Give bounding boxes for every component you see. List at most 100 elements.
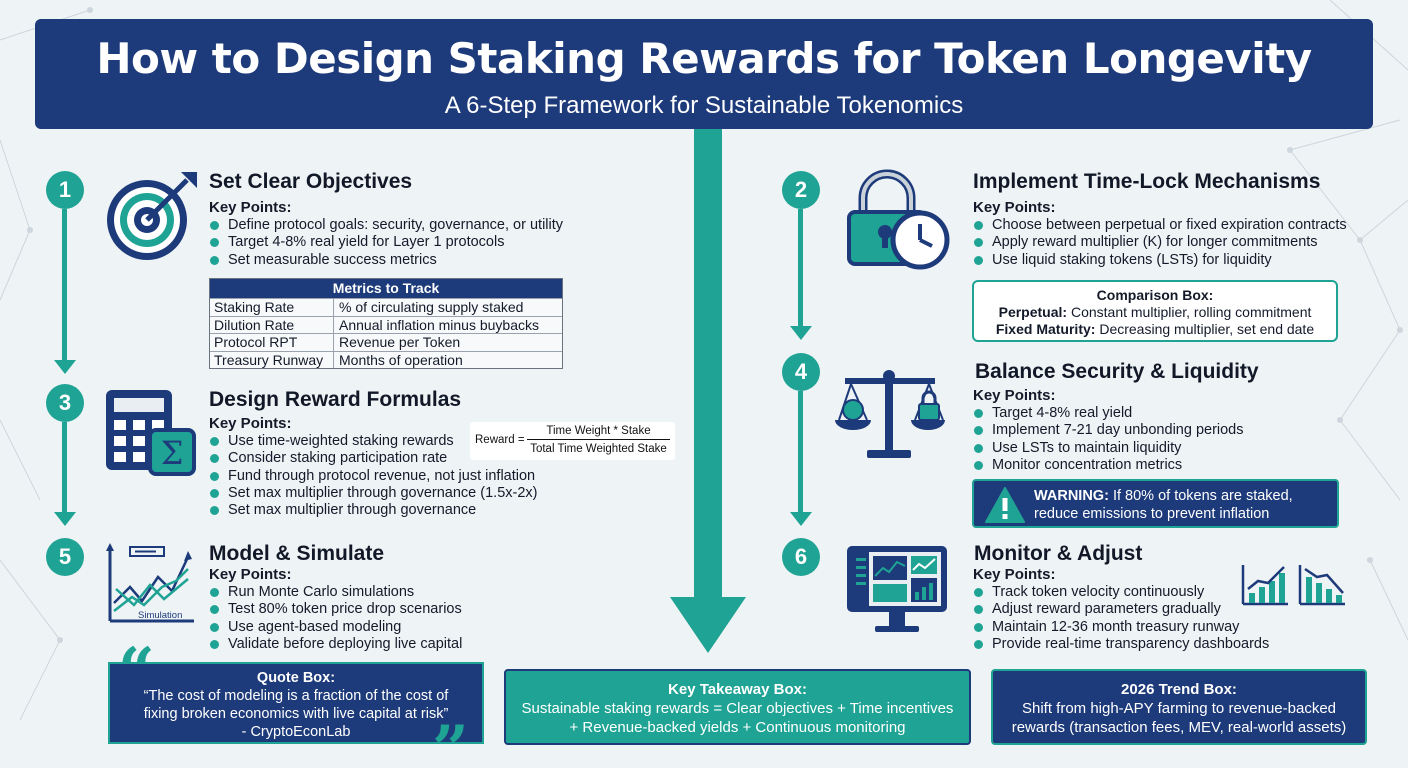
comparison-box: Comparison Box: Perpetual: Constant mult… — [972, 280, 1338, 342]
growth-chart-icon — [1241, 565, 1288, 606]
key-points-label: Key Points: — [973, 199, 1056, 216]
quote-line: “The cost of modeling is a fraction of t… — [143, 688, 449, 704]
list-item: Use agent-based modeling — [209, 619, 462, 636]
metrics-table-title: Metrics to Track — [210, 279, 562, 298]
trend-line: Shift from high-APY farming to revenue-b… — [1021, 700, 1337, 717]
step-2-key-points: Key Points: Choose between perpetual or … — [973, 199, 1347, 269]
list-item: Define protocol goals: security, governa… — [209, 217, 563, 234]
quote-attribution: - CryptoEconLab — [241, 724, 351, 740]
header-banner: How to Design Staking Rewards for Token … — [35, 19, 1373, 129]
list-item: Apply reward multiplier (K) for longer c… — [973, 234, 1347, 251]
target-icon — [107, 172, 197, 260]
connector-2-4 — [798, 209, 803, 326]
comparison-line: Perpetual: Constant multiplier, rolling … — [998, 304, 1312, 320]
trend-box: 2026 Trend Box: Shift from high-APY farm… — [991, 669, 1367, 745]
list-item: Fund through protocol revenue, not just … — [209, 468, 537, 485]
list-item: Set max multiplier through governance (1… — [209, 485, 537, 502]
list-item: Adjust reward parameters gradually — [973, 601, 1269, 618]
warning-text: WARNING: If 80% of tokens are staked, re… — [1034, 488, 1293, 522]
list-item: Set measurable success metrics — [209, 252, 563, 269]
close-quote-icon: ” — [432, 712, 469, 768]
list-item: Target 4-8% real yield for Layer 1 proto… — [209, 234, 563, 251]
step-4-key-points: Key Points: Target 4-8% real yield Imple… — [973, 387, 1244, 474]
step-5-title: Model & Simulate — [209, 542, 385, 565]
step-1-title: Set Clear Objectives — [209, 170, 413, 193]
trend-line: rewards (transaction fees, MEV, real-wor… — [1011, 719, 1347, 736]
center-arrow-shaft — [694, 129, 722, 599]
balance-scale-icon — [835, 370, 945, 458]
connector-1-3 — [62, 209, 67, 364]
step-5-key-points: Key Points: Run Monte Carlo simulations … — [209, 566, 462, 653]
calculator-sigma-icon: Σ — [106, 390, 196, 476]
list-item: Run Monte Carlo simulations — [209, 584, 462, 601]
center-arrow-head — [670, 597, 746, 653]
key-points-label: Key Points: — [209, 199, 292, 216]
comparison-line: Fixed Maturity: Decreasing multiplier, s… — [995, 321, 1315, 337]
formula-numerator: Time Weight * Stake — [527, 425, 670, 440]
simulation-label: Simulation — [138, 610, 183, 621]
step-number-3: 3 — [46, 384, 84, 422]
key-points-label: Key Points: — [973, 566, 1056, 583]
step-2-title: Implement Time-Lock Mechanisms — [973, 170, 1321, 193]
key-points-label: Key Points: — [973, 387, 1056, 404]
key-takeaway-line: + Revenue-backed yields + Continuous mon… — [569, 719, 906, 736]
key-takeaway-line: Sustainable staking rewards = Clear obje… — [521, 700, 954, 717]
list-item: Use liquid staking tokens (LSTs) for liq… — [973, 252, 1347, 269]
formula-denominator: Total Time Weighted Stake — [530, 443, 667, 455]
step-1-key-points: Key Points: Define protocol goals: secur… — [209, 199, 563, 269]
connector-arrowhead — [790, 512, 812, 526]
key-takeaway-title: Key Takeaway Box: — [668, 681, 807, 698]
list-item: Test 80% token price drop scenarios — [209, 601, 462, 618]
list-item: Set max multiplier through governance — [209, 502, 537, 519]
monitor-dashboard-icon — [847, 546, 947, 632]
step-4-title: Balance Security & Liquidity — [975, 360, 1259, 383]
step-number-6: 6 — [782, 538, 820, 576]
simulation-chart-icon — [106, 543, 194, 623]
warning-icon — [985, 487, 1025, 523]
key-points-label: Key Points: — [209, 566, 292, 583]
quote-box-title: Quote Box: — [256, 670, 336, 686]
svg-text:Σ: Σ — [161, 434, 184, 472]
list-item: Target 4-8% real yield — [973, 405, 1244, 422]
step-number-5: 5 — [46, 538, 84, 576]
page-subtitle: A 6-Step Framework for Sustainable Token… — [444, 92, 964, 119]
list-item: Choose between perpetual or fixed expira… — [973, 217, 1347, 234]
quote-line: fixing broken economics with live capita… — [143, 706, 449, 722]
step-3-key-points: Key Points: Use time-weighted staking re… — [209, 415, 537, 519]
warning-box: WARNING: If 80% of tokens are staked, re… — [972, 479, 1339, 528]
list-item: Provide real-time transparency dashboard… — [973, 636, 1269, 653]
key-takeaway-box: Key Takeaway Box: Sustainable staking re… — [504, 669, 971, 745]
list-item: Validate before deploying live capital — [209, 636, 462, 653]
list-item: Track token velocity continuously — [973, 584, 1269, 601]
list-item: Use LSTs to maintain liquidity — [973, 440, 1244, 457]
connector-arrowhead — [54, 360, 76, 374]
connector-arrowhead — [54, 512, 76, 526]
step-6-title: Monitor & Adjust — [974, 542, 1143, 565]
list-item: Use time-weighted staking rewards — [209, 433, 537, 450]
reward-formula: Reward = Time Weight * Stake Total Time … — [470, 422, 675, 460]
padlock-clock-icon — [847, 169, 950, 270]
list-item: Monitor concentration metrics — [973, 457, 1244, 474]
comparison-box-title: Comparison Box: — [1096, 287, 1214, 303]
step-number-2: 2 — [782, 171, 820, 209]
page-title: How to Design Staking Rewards for Token … — [96, 34, 1312, 83]
open-quote-icon: “ — [118, 634, 155, 709]
step-number-1: 1 — [46, 171, 84, 209]
list-item: Maintain 12-36 month treasury runway — [973, 619, 1269, 636]
quote-box: Quote Box: “The cost of modeling is a fr… — [108, 662, 484, 744]
step-number-4: 4 — [782, 353, 820, 391]
list-item: Implement 7-21 day unbonding periods — [973, 422, 1244, 439]
key-points-label: Key Points: — [209, 415, 292, 432]
metrics-table: Metrics to Track Staking Rate% of circul… — [209, 278, 563, 369]
trend-box-title: 2026 Trend Box: — [1121, 681, 1237, 698]
decline-chart-icon — [1298, 565, 1345, 606]
step-3-title: Design Reward Formulas — [209, 388, 462, 411]
step-6-key-points: Key Points: Track token velocity continu… — [973, 566, 1269, 653]
table-row: Staking Rate% of circulating supply stak… — [210, 298, 562, 316]
connector-arrowhead — [790, 326, 812, 340]
connector-3-5 — [62, 422, 67, 514]
